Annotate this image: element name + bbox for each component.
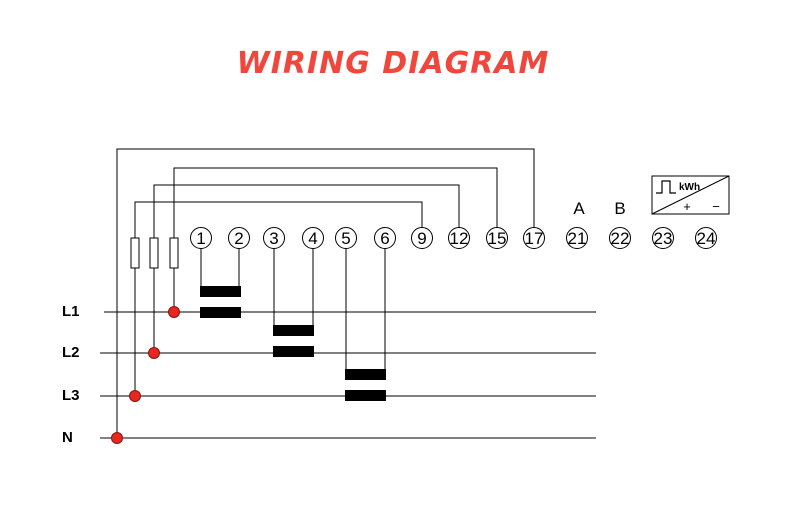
- terminal-3: 3: [263, 227, 285, 249]
- terminal-9: 9: [411, 227, 433, 249]
- wire-l1-15: [173, 167, 498, 238]
- pulse-output-box: kWh + −: [651, 175, 730, 215]
- terminal-23: 23: [652, 227, 674, 249]
- voltage-wiring: [116, 148, 535, 438]
- svg-text:21: 21: [568, 229, 587, 248]
- svg-text:23: 23: [654, 229, 673, 248]
- terminal-21: 21: [566, 227, 588, 249]
- terminal-1: 1: [190, 227, 212, 249]
- terminal-5: 5: [335, 227, 357, 249]
- svg-text:6: 6: [380, 229, 389, 248]
- wire-l2-12: [153, 184, 460, 238]
- svg-text:12: 12: [450, 229, 469, 248]
- svg-text:22: 22: [611, 229, 630, 248]
- pulse-unit-label: kWh: [679, 182, 700, 193]
- node-l3: [129, 390, 141, 402]
- wire-n-17: [116, 148, 535, 438]
- comm-label-a: A: [573, 199, 585, 218]
- terminal-15: 15: [486, 227, 508, 249]
- wire-l3-9: [134, 201, 423, 238]
- terminal-row: 1 2 3 4 5 6 9 12: [190, 227, 717, 249]
- label-l3: L3: [62, 387, 80, 404]
- label-l1: L1: [62, 303, 80, 320]
- ct2-top-bar: [273, 325, 314, 336]
- page-title: WIRING DIAGRAM: [237, 46, 550, 81]
- svg-text:4: 4: [308, 229, 317, 248]
- connection-nodes: [111, 306, 180, 444]
- pulse-icon: [656, 180, 676, 194]
- label-n: N: [62, 429, 73, 446]
- svg-text:9: 9: [417, 229, 426, 248]
- svg-text:5: 5: [341, 229, 350, 248]
- terminal-12: 12: [448, 227, 470, 249]
- comm-label-b: B: [614, 199, 625, 218]
- svg-text:3: 3: [269, 229, 278, 248]
- svg-text:1: 1: [196, 229, 205, 248]
- node-l1: [168, 306, 180, 318]
- terminal-22: 22: [609, 227, 631, 249]
- current-transformers: [200, 286, 386, 401]
- terminal-4: 4: [302, 227, 324, 249]
- ct1-top-bar: [200, 286, 241, 297]
- svg-text:24: 24: [697, 229, 716, 248]
- ct2-bottom-bar: [273, 346, 314, 357]
- svg-text:2: 2: [234, 229, 243, 248]
- fuse-l3: [130, 237, 140, 269]
- pulse-minus-label: −: [712, 199, 720, 214]
- terminal-2: 2: [228, 227, 250, 249]
- ct3-bottom-bar: [345, 390, 386, 401]
- svg-text:17: 17: [525, 229, 544, 248]
- pulse-plus-label: +: [683, 199, 691, 214]
- fuse-l1: [169, 237, 179, 269]
- terminal-6: 6: [374, 227, 396, 249]
- terminal-24: 24: [695, 227, 717, 249]
- node-n: [111, 432, 123, 444]
- label-l2: L2: [62, 344, 80, 361]
- fuse-l2: [149, 237, 159, 269]
- fuses: [130, 237, 179, 269]
- pulse-box-diagonal: [651, 175, 730, 215]
- ct3-top-bar: [345, 369, 386, 380]
- node-l2: [148, 347, 160, 359]
- ct1-bottom-bar: [200, 307, 241, 318]
- svg-text:15: 15: [488, 229, 507, 248]
- terminal-17: 17: [523, 227, 545, 249]
